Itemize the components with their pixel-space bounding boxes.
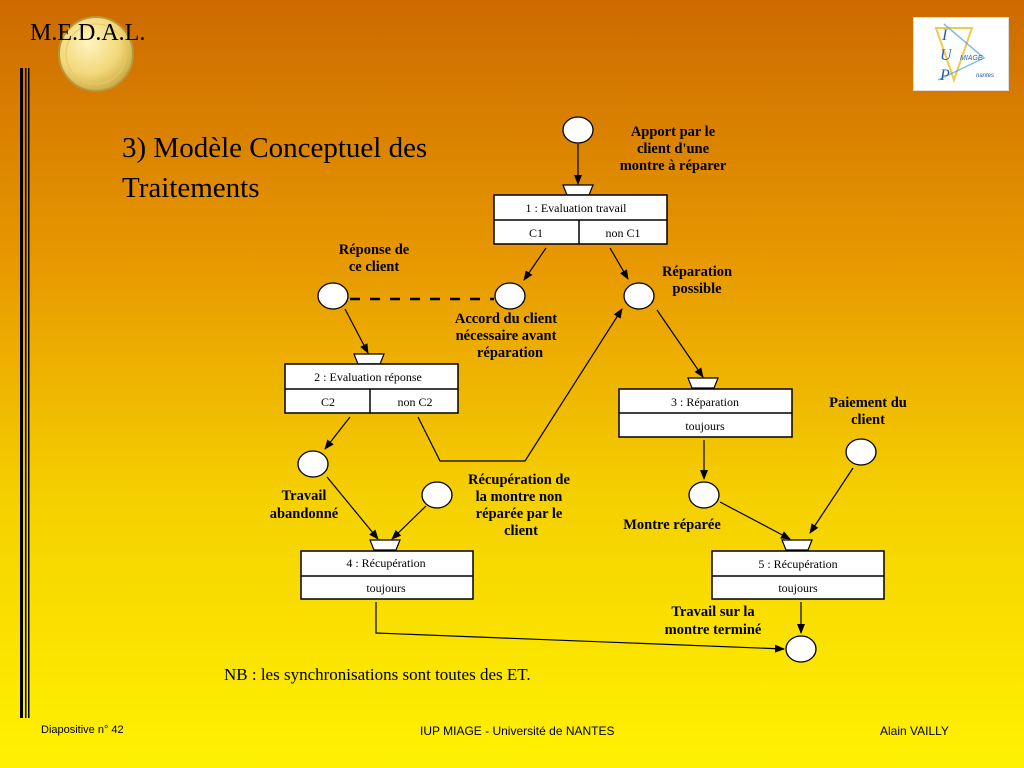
op4-title: 4 : Récupération <box>346 556 425 570</box>
label-reparation-possible-2: possible <box>672 281 722 297</box>
op5-title: 5 : Récupération <box>758 557 837 571</box>
label-reponse-1: Réponse de <box>339 242 410 258</box>
footer-author: Alain VAILLY <box>880 724 949 738</box>
label-abandon-2: abandonné <box>270 506 339 522</box>
label-accord-1: Accord du client <box>455 311 557 327</box>
arrow-paiement-to-op5 <box>809 467 854 534</box>
event-accord-client <box>494 282 526 310</box>
arrow-reparation-possible-to-op3 <box>656 309 704 378</box>
label-paiement-1: Paiement du <box>829 395 907 411</box>
footer-institution: IUP MIAGE - Université de NANTES <box>420 724 615 738</box>
op3-rule: toujours <box>685 419 725 433</box>
iup-logo-graphic: I U P MIAGE nantes <box>934 23 994 84</box>
footer-slide-number: Diapositive n° 42 <box>41 724 124 736</box>
label-recuperation-1: Récupération de <box>468 472 570 488</box>
op2-rule-non-c2: non C2 <box>397 395 432 409</box>
slide-title-line1: 3) Modèle Conceptuel des <box>122 132 428 164</box>
logo-letter-i: I <box>941 27 948 44</box>
op1-title: 1 : Evaluation travail <box>526 201 628 215</box>
label-termine-2: montre terminé <box>665 622 762 638</box>
arrow-abandon-to-op4 <box>326 476 379 540</box>
arrow-op4-to-termine <box>375 602 785 653</box>
label-recuperation-4: client <box>504 523 538 539</box>
op2-rule-c2: C2 <box>321 395 335 409</box>
operation-1-evaluation-travail: 1 : Evaluation travail C1 non C1 <box>493 184 668 245</box>
label-recuperation-2: la montre non <box>476 489 563 505</box>
event-travail-abandonne <box>297 450 329 478</box>
left-border-bars <box>20 68 30 718</box>
label-apport-2: client d'une <box>637 141 710 157</box>
logo-letter-p: P <box>939 67 950 84</box>
logo-word-miage: MIAGE <box>960 55 983 62</box>
operation-5-recuperation: 5 : Récupération toujours <box>711 539 885 600</box>
event-reparation-possible <box>623 282 655 310</box>
event-apport-montre <box>562 116 594 144</box>
label-accord-2: nécessaire avant <box>456 328 557 344</box>
event-reponse-client <box>317 282 349 310</box>
arrow-recuperation-to-op4 <box>391 505 427 540</box>
op1-rule-non-c1: non C1 <box>605 226 640 240</box>
sync-trapezoid-2 <box>353 353 385 365</box>
operation-3-reparation: 3 : Réparation toujours <box>618 377 793 438</box>
label-apport-1: Apport par le <box>631 124 716 140</box>
label-recuperation-3: réparée par le <box>476 506 563 522</box>
arrow-reponse-to-op2 <box>344 308 369 354</box>
arrow-op1-to-accord <box>523 247 547 281</box>
arrow-montre-reparee-to-op5 <box>719 501 791 540</box>
sync-trapezoid-4 <box>369 539 401 551</box>
label-abandon-1: Travail <box>282 488 327 504</box>
operation-2-evaluation-reponse: 2 : Evaluation réponse C2 non C2 <box>284 353 459 414</box>
arrow-op2-to-abandon <box>324 416 351 450</box>
logo-letter-u: U <box>940 47 953 64</box>
logo-word-nantes: nantes <box>976 73 994 79</box>
arrow-op1-to-reparation-possible <box>609 247 629 280</box>
arrow-op2-to-reparation-possible <box>417 308 623 462</box>
event-paiement-client <box>845 438 877 466</box>
slide-title-line2: Traitements <box>122 172 260 204</box>
op5-rule: toujours <box>778 581 818 595</box>
op1-rule-c1: C1 <box>529 226 543 240</box>
medal-graphic <box>58 16 134 92</box>
sync-trapezoid-5 <box>781 539 813 551</box>
brand-title: M.E.D.A.L. <box>30 20 146 46</box>
op4-rule: toujours <box>366 581 406 595</box>
event-recuperation-non-reparee <box>421 481 453 509</box>
slide-title: 3) Modèle Conceptuel des Traitements <box>122 128 502 208</box>
sync-trapezoid-3 <box>687 377 719 389</box>
event-travail-termine <box>785 635 817 663</box>
sync-trapezoid-1 <box>562 184 594 196</box>
op3-title: 3 : Réparation <box>671 395 739 409</box>
iup-logo: I U P MIAGE nantes <box>913 17 1009 91</box>
label-paiement-2: client <box>851 412 885 428</box>
label-montre-reparee: Montre réparée <box>623 517 721 533</box>
label-reparation-possible-1: Réparation <box>662 264 732 280</box>
event-montre-reparee <box>688 481 720 509</box>
label-apport-3: montre à réparer <box>620 158 727 174</box>
label-accord-3: réparation <box>477 345 543 361</box>
op2-title: 2 : Evaluation réponse <box>314 370 422 384</box>
synchronisation-note: NB : les synchronisations sont toutes de… <box>224 665 531 684</box>
operation-4-recuperation: 4 : Récupération toujours <box>300 539 474 600</box>
label-reponse-2: ce client <box>349 259 399 275</box>
label-termine-1: Travail sur la <box>671 604 755 620</box>
